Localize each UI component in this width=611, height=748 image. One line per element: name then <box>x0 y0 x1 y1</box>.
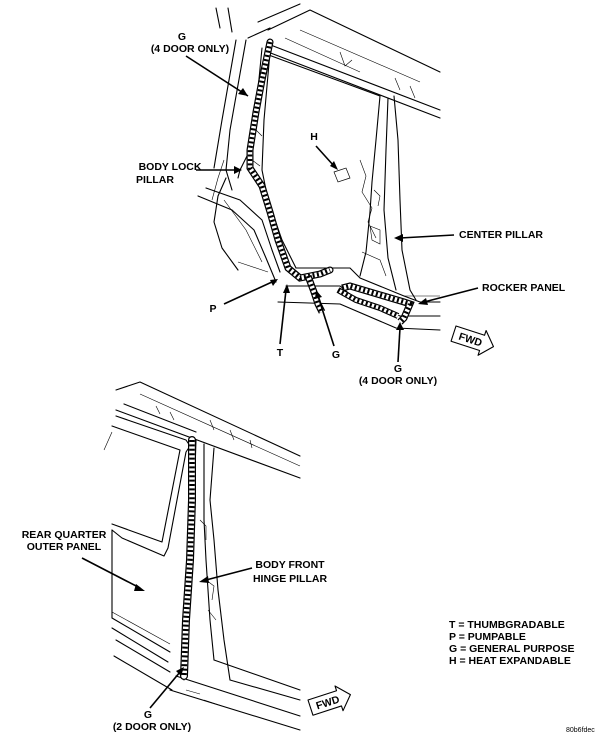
legend-item-h: H = HEAT EXPANDABLE <box>449 655 571 667</box>
label-g-4door-top-2: (4 DOOR ONLY) <box>151 43 229 55</box>
arrowhead-g-2door <box>176 667 184 676</box>
leader-g <box>317 295 335 347</box>
arrowhead-h <box>330 161 338 170</box>
legend: T = THUMBGRADABLE P = PUMPABLE G = GENER… <box>449 619 575 667</box>
bottom-view-sealer-bead <box>180 436 196 680</box>
arrowhead-g <box>315 290 322 299</box>
leader-t <box>279 289 287 345</box>
label-g-4door-bottom-1: G <box>394 363 402 375</box>
leader-center-pillar <box>399 234 455 239</box>
label-t: T <box>277 347 284 359</box>
label-g-4door-top-1: G <box>178 31 186 43</box>
arrowhead-center-pillar <box>394 234 403 242</box>
leader-g-2door <box>149 671 181 709</box>
label-h: H <box>310 131 318 143</box>
legend-item-p: P = PUMPABLE <box>449 631 526 643</box>
fwd-arrow-bottom: FWD <box>307 685 351 716</box>
arrowhead-rocker-panel <box>418 298 428 305</box>
bottom-view-callouts: REAR QUARTER OUTER PANEL BODY FRONT HING… <box>22 529 351 733</box>
bottom-view-body-side <box>103 381 301 731</box>
leader-h <box>315 145 335 167</box>
label-rocker-panel: ROCKER PANEL <box>482 282 566 294</box>
leader-g-4door-bottom <box>397 327 401 363</box>
arrowhead-body-front-hinge <box>199 576 209 583</box>
arrowhead-p <box>270 279 278 286</box>
label-g: G <box>332 349 340 361</box>
arrowhead-g-4door-bottom <box>396 322 404 330</box>
leader-rocker-panel <box>423 287 479 303</box>
label-body-front-hinge-2: HINGE PILLAR <box>253 573 328 585</box>
label-p: P <box>209 303 216 315</box>
leader-p <box>223 281 273 305</box>
arrowhead-rear-quarter <box>134 584 145 591</box>
legend-item-t: T = THUMBGRADABLE <box>449 619 565 631</box>
label-center-pillar: CENTER PILLAR <box>459 229 543 241</box>
top-view-callouts: G (4 DOOR ONLY) BODY LOCK PILLAR H CENTE… <box>136 31 566 387</box>
leader-rear-quarter <box>81 557 141 589</box>
label-body-front-hinge-1: BODY FRONT <box>255 559 325 571</box>
label-body-lock-pillar-1: BODY LOCK <box>139 161 202 173</box>
label-rear-quarter-2: OUTER PANEL <box>27 541 102 553</box>
arrowhead-body-lock-pillar <box>234 166 242 174</box>
label-body-lock-pillar-2: PILLAR <box>136 174 174 186</box>
label-g-4door-bottom-2: (4 DOOR ONLY) <box>359 375 437 387</box>
label-rear-quarter-1: REAR QUARTER <box>22 529 107 541</box>
arrowhead-g-4door-top <box>238 88 248 96</box>
fwd-arrow-top: FWD <box>450 325 495 356</box>
legend-item-g: G = GENERAL PURPOSE <box>449 643 575 655</box>
figure-reference: 80b6fdec <box>566 727 595 734</box>
heat-expandable-patch <box>333 167 351 183</box>
label-g-2door-2: (2 DOOR ONLY) <box>113 721 191 733</box>
leader-g-4door-top <box>185 55 249 97</box>
label-g-2door-1: G <box>144 709 152 721</box>
arrowhead-t <box>283 284 290 293</box>
leader-body-front-hinge <box>205 567 253 581</box>
